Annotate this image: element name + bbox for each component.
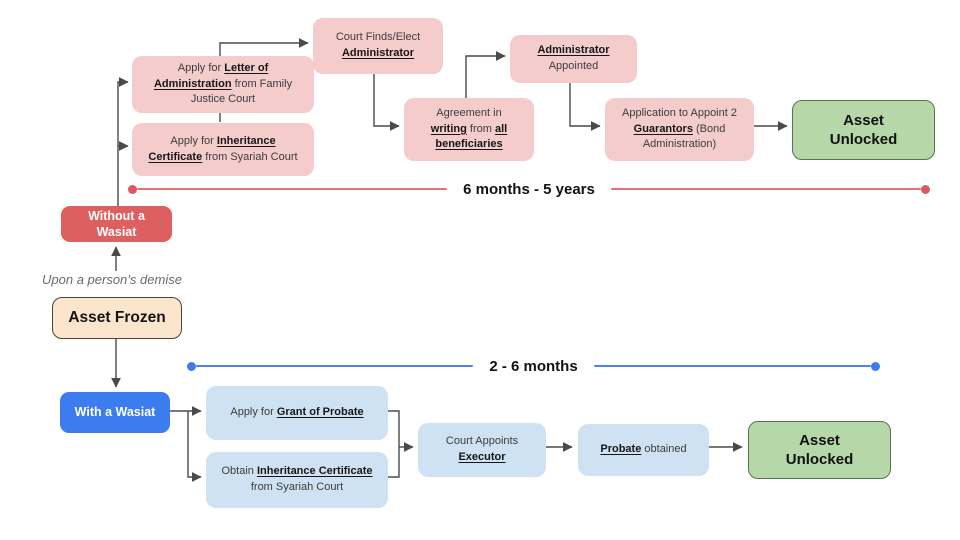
connector-appointed-to-guarantors	[569, 77, 601, 131]
timeline-line	[196, 364, 474, 368]
node-probate-obtained: Probate obtained	[578, 424, 709, 476]
node-apply-grant-of-probate: Apply for Grant of Probate	[206, 386, 388, 440]
timeline-with-wasiat: 2 - 6 months	[187, 357, 881, 375]
connector-with-to-obtain	[187, 411, 202, 482]
timeline-dot-left	[128, 184, 137, 194]
timeline-dot-right	[921, 184, 930, 194]
connector-letter-to-courtfinds	[219, 38, 309, 56]
demise-note: Upon a person’s demise	[42, 272, 182, 287]
timeline-dot-right	[871, 361, 881, 371]
node-with-a-wasiat: With a Wasiat	[60, 392, 170, 433]
timeline-without-wasiat: 6 months - 5 years	[128, 180, 930, 198]
timeline-without-label: 6 months - 5 years	[463, 180, 595, 198]
connector-courtfinds-to-agreement	[373, 68, 400, 131]
timeline-dot-left	[187, 361, 196, 371]
connector-merge	[382, 410, 400, 478]
timeline-line	[593, 364, 872, 368]
node-asset-frozen: Asset Frozen	[52, 297, 182, 339]
connector-without-to-letter	[117, 77, 129, 206]
timeline-with-label: 2 - 6 months	[489, 357, 578, 375]
timeline-line	[137, 187, 448, 191]
timeline-line	[610, 187, 921, 191]
connector-agreement-to-appointed	[465, 51, 506, 98]
